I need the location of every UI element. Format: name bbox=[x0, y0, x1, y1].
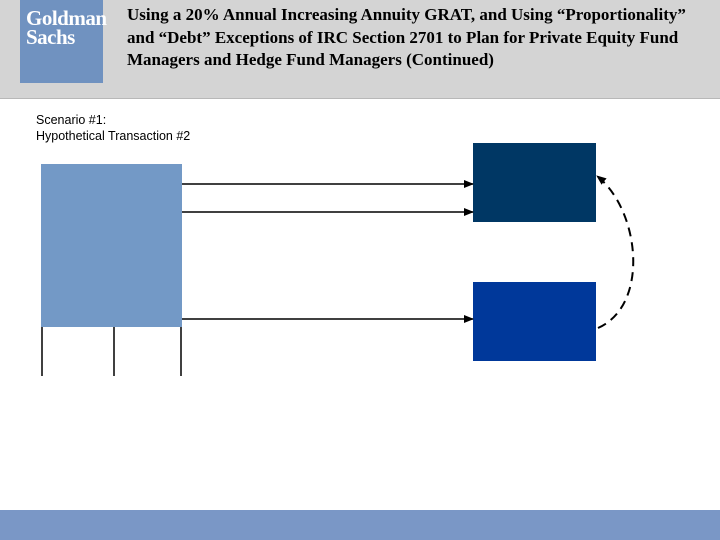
footer-bar bbox=[0, 510, 720, 540]
top-target-entity-box bbox=[473, 143, 596, 222]
goldman-sachs-logo: Goldman Sachs bbox=[20, 0, 107, 83]
header-bar: Goldman Sachs Using a 20% Annual Increas… bbox=[0, 0, 720, 98]
scenario-caption: Scenario #1: Hypothetical Transaction #2 bbox=[36, 112, 190, 144]
dashed-curved-arrow bbox=[596, 175, 635, 329]
logo-line-1: Goldman bbox=[26, 6, 107, 30]
scenario-label: Scenario #1: bbox=[36, 113, 107, 127]
source-entity-box bbox=[41, 164, 182, 327]
page-title: Using a 20% Annual Increasing Annuity GR… bbox=[127, 5, 686, 69]
logo-line-2: Sachs bbox=[26, 25, 75, 49]
header-divider bbox=[0, 98, 720, 99]
bottom-target-entity-box bbox=[473, 282, 596, 361]
transaction-label: Hypothetical Transaction #2 bbox=[36, 129, 191, 143]
